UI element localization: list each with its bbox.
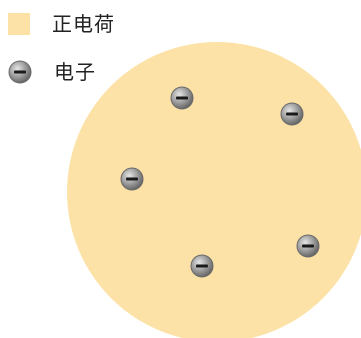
positive-charge-label: 正电荷 [52, 12, 115, 36]
electron-icon [190, 254, 214, 278]
positive-charge-sphere [67, 42, 361, 338]
electron-label: 电子 [54, 60, 96, 84]
legend-positive-charge: 正电荷 [8, 12, 115, 36]
electron-icon [280, 102, 304, 126]
electron-icon [120, 167, 144, 191]
electron-icon [296, 234, 320, 258]
legend-electron: 电子 [8, 60, 96, 84]
electron-icon [8, 60, 32, 84]
positive-charge-swatch [8, 13, 30, 35]
electron-icon [170, 86, 194, 110]
